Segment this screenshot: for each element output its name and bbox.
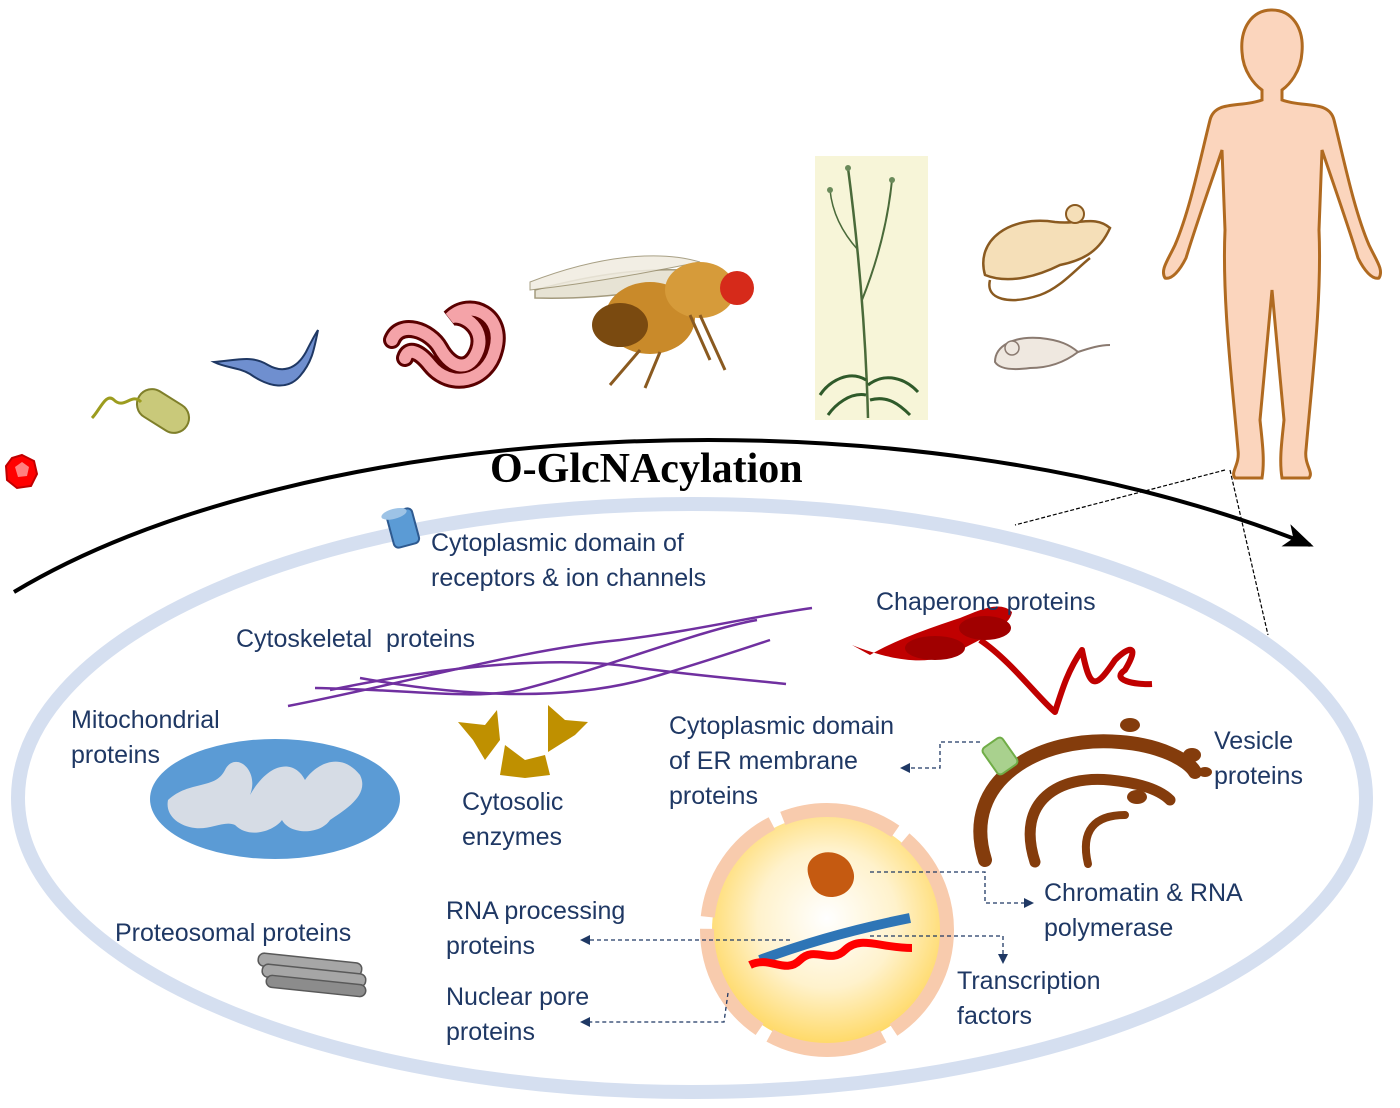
label-transcription: Transcription factors — [957, 967, 1101, 1030]
mouse-icon — [993, 336, 1111, 371]
receptor-icon — [381, 507, 421, 549]
proteasome-icon — [257, 952, 367, 998]
human-icon — [1161, 8, 1383, 480]
mitochondrion-icon — [150, 739, 400, 859]
fruit-fly-icon — [529, 255, 754, 389]
er-membrane-protein-icon — [981, 736, 1019, 776]
cytoskeleton-fibers — [287, 606, 813, 708]
nucleus-icon — [700, 803, 954, 1057]
label-cytosolic: Cytosolic enzymes — [462, 788, 564, 851]
label-chromatin: Chromatin & RNA polymerase — [1044, 879, 1243, 942]
worm-icon — [383, 300, 506, 389]
bacterium-icon — [90, 388, 191, 434]
label-er-membrane: Cytoplasmic domain of ER membrane protei… — [669, 712, 895, 810]
diagram-title: O-GlcNAcylation — [490, 446, 803, 492]
vesicle-icon — [1120, 718, 1212, 804]
zoom-lines — [1014, 469, 1269, 636]
cytosolic-enzyme-icon — [458, 705, 588, 778]
label-nuclear-pore: Nuclear pore proteins — [446, 983, 590, 1046]
er-golgi-icon — [973, 734, 1202, 868]
label-mitochondrial: Mitochondrial proteins — [71, 706, 220, 769]
label-rna-processing: RNA processing proteins — [446, 897, 626, 960]
cell-membrane — [11, 497, 1373, 1099]
chaperone-protein-icon — [852, 606, 1153, 715]
label-proteosomal: Proteosomal proteins — [115, 919, 352, 947]
label-chaperone: Chaperone proteins — [876, 588, 1096, 616]
trypanosome-icon — [210, 329, 319, 387]
evolution-arrow — [12, 438, 1314, 594]
plant-icon — [815, 156, 928, 420]
leader-arrows — [580, 741, 1034, 1027]
rat-icon — [982, 204, 1112, 302]
label-receptors: Cytoplasmic domain of receptors & ion ch… — [431, 529, 707, 592]
label-cytoskeletal: Cytoskeletal proteins — [236, 625, 476, 653]
virus-icon — [4, 453, 39, 490]
label-vesicle: Vesicle proteins — [1214, 727, 1303, 790]
